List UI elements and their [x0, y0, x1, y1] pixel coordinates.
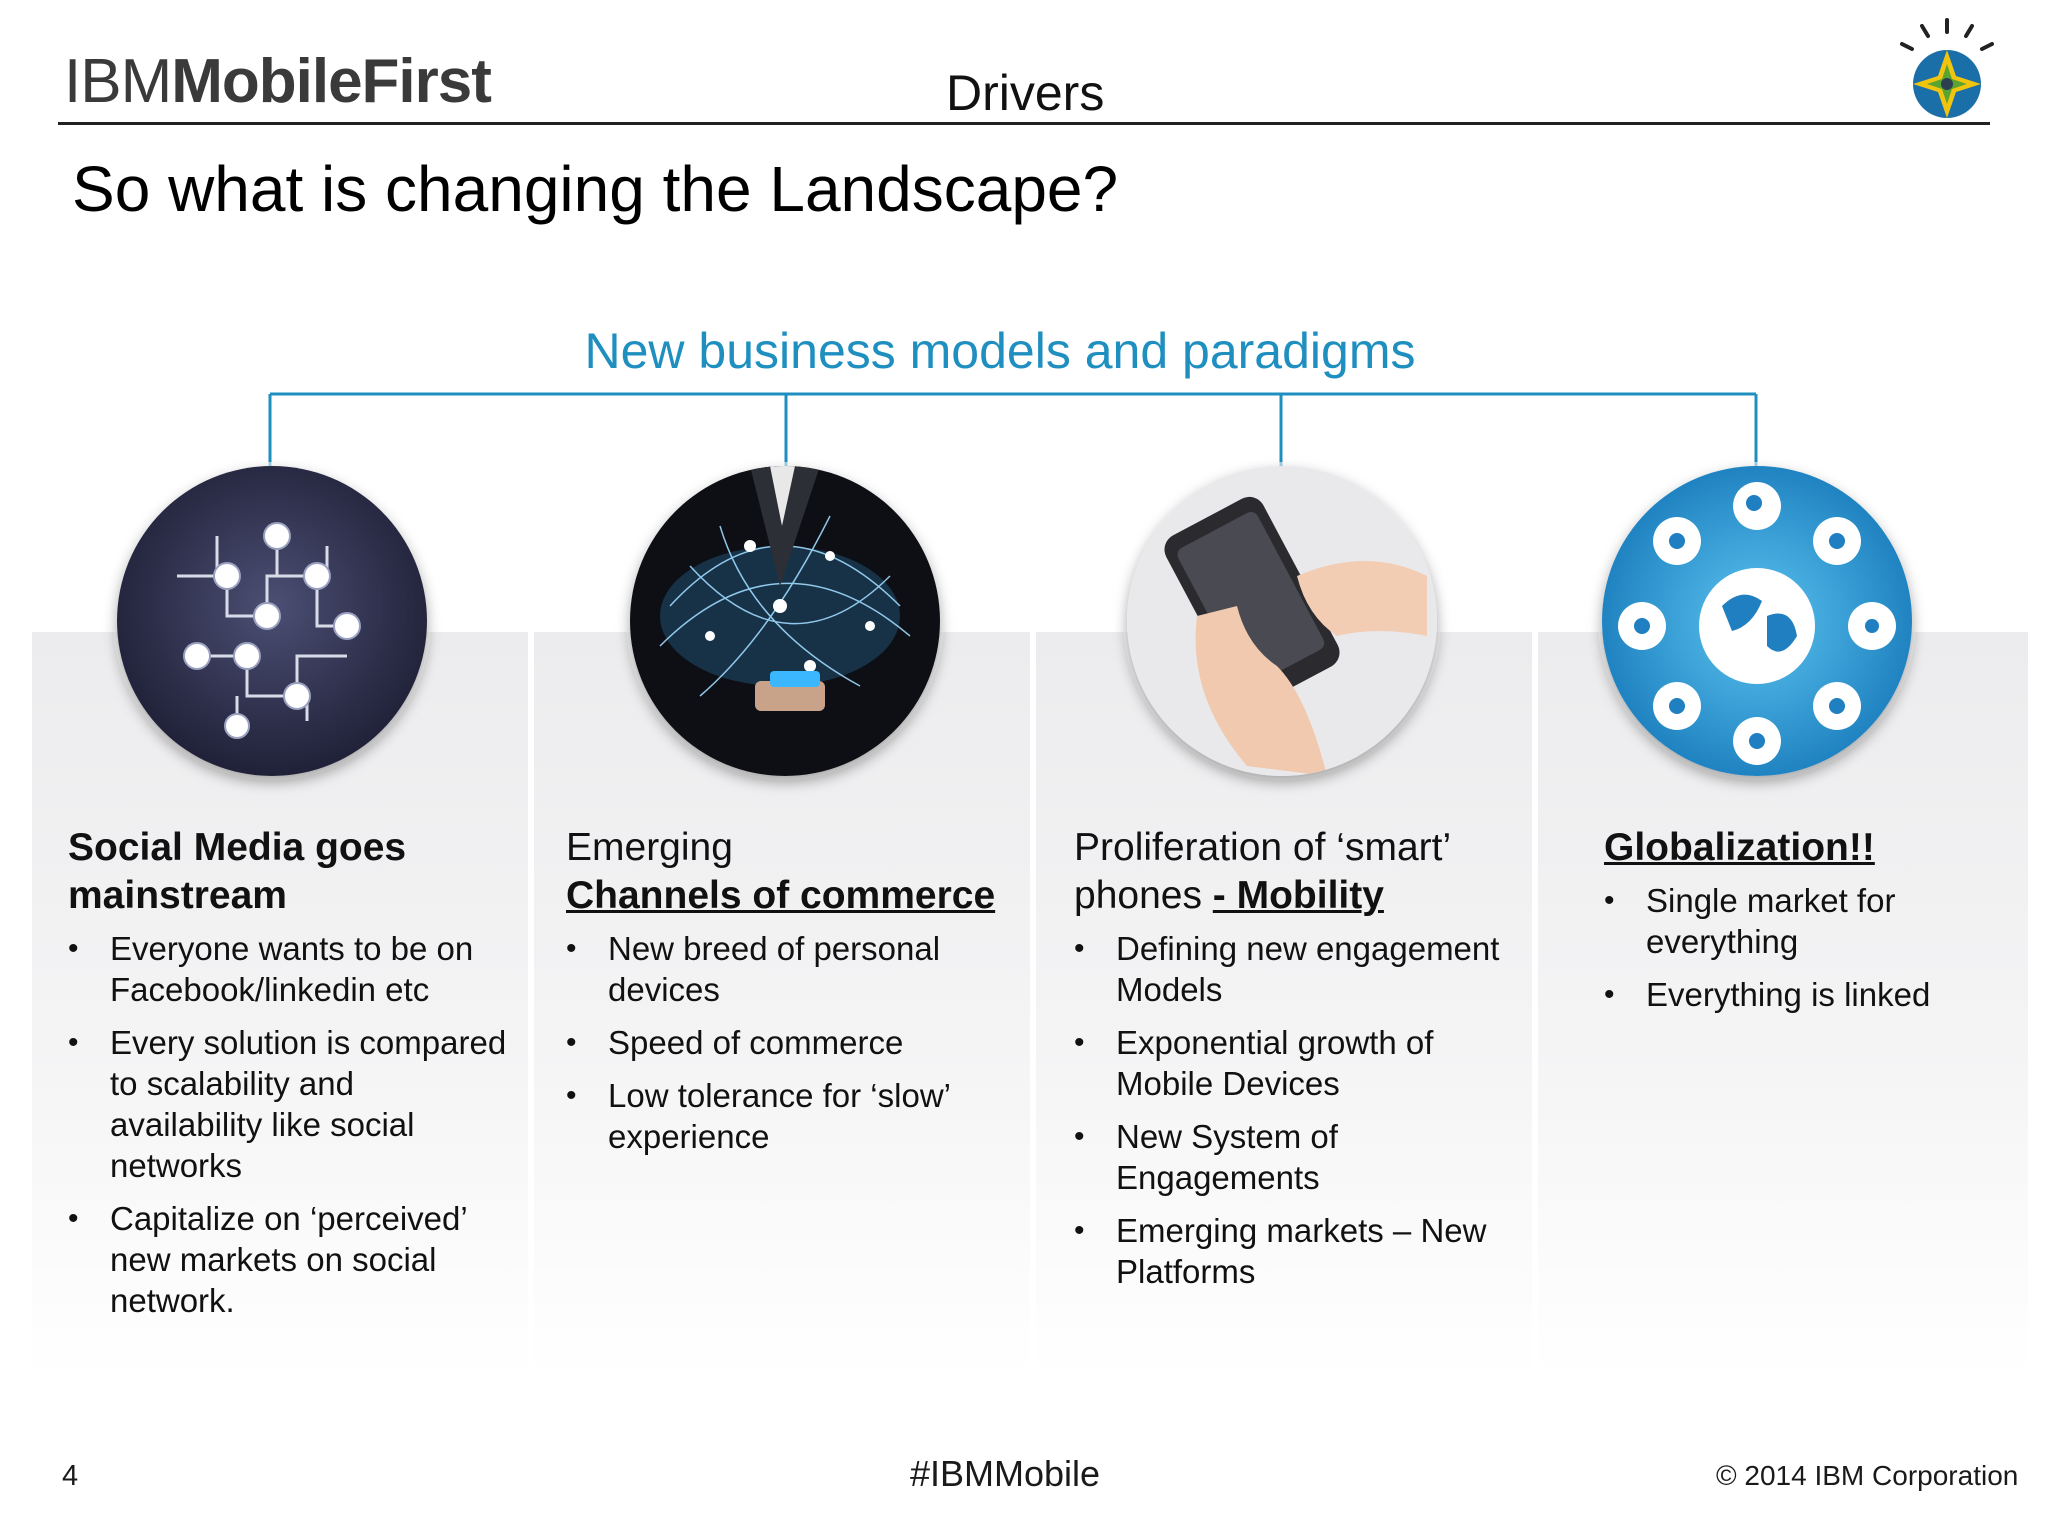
column-heading: Emerging Channels of commerce [566, 824, 1016, 920]
heading-underlined: Channels of commerce [566, 874, 996, 917]
ibm-smarter-planet-icon [1892, 14, 2002, 124]
heading-plain: Emerging [566, 826, 733, 869]
subtitle: New business models and paradigms [584, 323, 1416, 379]
column-heading: Social Media goes mainstream [68, 824, 508, 920]
smartphone-icon [1127, 466, 1437, 776]
global-commerce-icon [630, 466, 940, 776]
column-heading: Globalization!! [1604, 824, 2014, 872]
heading-plain: Proliferation of ‘smart’ [1074, 826, 1452, 869]
social-network-icon [117, 466, 427, 776]
list-item: Emerging markets – New Platforms [1074, 1210, 1534, 1292]
heading-underlined: - Mobility [1212, 874, 1384, 917]
page-title: So what is changing the Landscape? [72, 153, 1119, 225]
list-item: Low tolerance for ‘slow’ experience [566, 1075, 1016, 1157]
footer-copyright: © 2014 IBM Corporation [1716, 1460, 2019, 1491]
bullet-list: Defining new engagement Models Exponenti… [1074, 928, 1534, 1292]
page-number: 4 [62, 1460, 79, 1492]
list-item: Single market for everything [1604, 880, 2014, 962]
list-item: Exponential growth of Mobile Devices [1074, 1022, 1534, 1104]
section-title: Drivers [946, 65, 1105, 121]
list-item: Everything is linked [1604, 974, 2014, 1015]
list-item: Speed of commerce [566, 1022, 1016, 1063]
column-mobility: Proliferation of ‘smart’ phones - Mobili… [1074, 824, 1534, 1304]
logo-mobilefirst: MobileFirst [171, 47, 492, 116]
column-heading: Proliferation of ‘smart’ phones - Mobili… [1074, 824, 1534, 920]
list-item: Defining new engagement Models [1074, 928, 1534, 1010]
list-item: Everyone wants to be on Facebook/linkedi… [68, 928, 508, 1010]
column-social-media: Social Media goes mainstream Everyone wa… [68, 824, 508, 1333]
list-item: New System of Engagements [1074, 1116, 1534, 1198]
heading-plain-2: phones [1074, 874, 1213, 917]
bullet-list: New breed of personal devices Speed of c… [566, 928, 1016, 1157]
footer-hashtag: #IBMMobile [909, 1453, 1101, 1494]
ibm-mobilefirst-logo: IBMMobileFirst [64, 46, 492, 117]
column-globalization: Globalization!! Single market for everyt… [1604, 824, 2014, 1027]
list-item: Capitalize on ‘perceived’ new markets on… [68, 1198, 508, 1321]
globe-icon [1602, 466, 1912, 776]
column-channels-of-commerce: Emerging Channels of commerce New breed … [566, 824, 1016, 1169]
heading-bold: Social Media goes mainstream [68, 826, 407, 917]
list-item: Every solution is compared to scalabilit… [68, 1022, 508, 1186]
header-divider [58, 122, 1990, 125]
logo-ibm: IBM [64, 47, 172, 116]
list-item: New breed of personal devices [566, 928, 1016, 1010]
bullet-list: Everyone wants to be on Facebook/linkedi… [68, 928, 508, 1321]
heading-underlined: Globalization!! [1604, 826, 1875, 869]
bullet-list: Single market for everything Everything … [1604, 880, 2014, 1015]
